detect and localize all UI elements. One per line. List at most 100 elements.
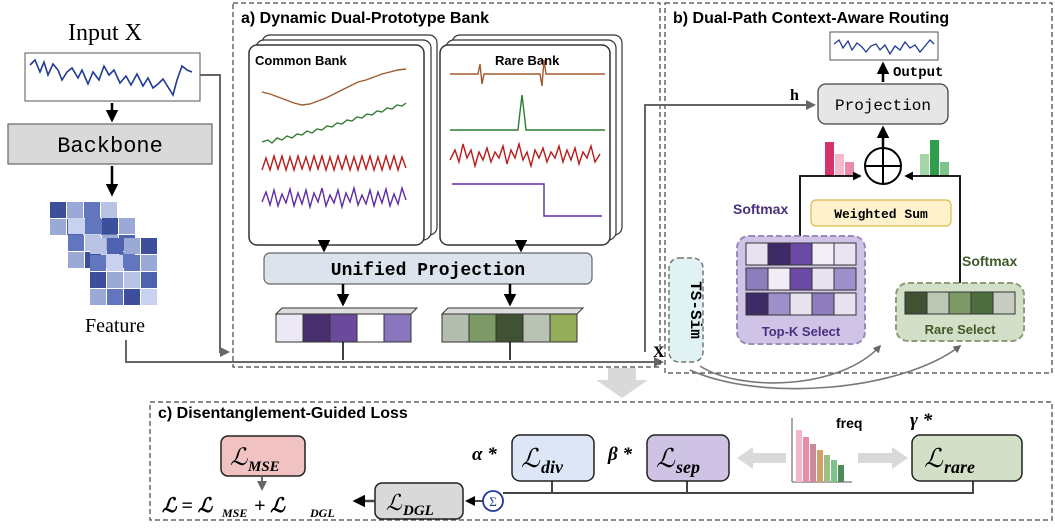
loss-rare-subscript: rare <box>944 457 975 477</box>
curve-tssim-to-rare <box>689 345 962 390</box>
panel-c-title: c) Disentanglement-Guided Loss <box>158 405 408 422</box>
alpha-weight: α * <box>472 444 497 465</box>
left-weights-bars-icon <box>825 142 854 176</box>
down-arrow-icon <box>596 368 648 398</box>
topk-cell <box>745 292 769 316</box>
loss-rare-box <box>911 434 1023 482</box>
rare-select-cell <box>926 291 950 315</box>
h-label: h <box>790 87 799 104</box>
common-embedding-top-face <box>274 307 419 315</box>
rare-bank-label: Rare Bank <box>495 53 560 68</box>
topk-cell <box>789 242 813 266</box>
loss-dgl-subscript: DGL <box>402 503 434 519</box>
freq-bars-icon <box>791 418 852 483</box>
topk-cell <box>811 242 835 266</box>
connector-h-to-projection <box>644 100 816 352</box>
common-embedding-cell <box>356 313 385 343</box>
rare-embedding-cell <box>495 313 524 343</box>
sigma-label: Σ <box>489 494 497 509</box>
beta-weight: β * <box>607 444 632 465</box>
rare-embedding-cell <box>549 313 578 343</box>
common-prototype-embedding <box>274 307 419 343</box>
topk-cell <box>833 267 857 291</box>
loss-div-symbol: ℒ <box>521 444 541 473</box>
rare-select-cell <box>970 291 994 315</box>
panel-a-title: a) Dynamic Dual-Prototype Bank <box>241 10 489 27</box>
curve-tssim-to-topk <box>699 344 882 384</box>
feature-label: Feature <box>85 315 145 337</box>
loss-sep-subscript: sep <box>675 457 700 477</box>
connector-feature-to-tssim <box>125 340 664 367</box>
arrow-rare-to-sum <box>904 171 961 283</box>
topk-cell <box>811 267 835 291</box>
common-embedding-cell <box>329 313 358 343</box>
rare-embedding-cell <box>441 313 470 343</box>
common-bank-card <box>248 34 438 246</box>
rare-prototype-embedding <box>440 307 585 343</box>
weighted-sum-box <box>810 199 952 227</box>
ts-sim-box <box>668 257 704 363</box>
rare-embedding-cell <box>522 313 551 343</box>
freq-label: freq <box>836 415 862 431</box>
softmax-right-label: Softmax <box>962 253 1017 269</box>
output-label: Output <box>893 65 943 81</box>
topk-score-grid <box>745 242 857 316</box>
arrow-topk-to-sum <box>799 171 862 236</box>
projection-box <box>817 83 949 125</box>
formula-lhs: ℒ = ℒ <box>162 495 214 517</box>
rare-select-cell <box>948 291 972 315</box>
formula-dgl-sub: DGL <box>309 506 335 520</box>
backbone-label: Backbone <box>57 134 163 159</box>
common-embedding-cell <box>302 313 331 343</box>
topk-cell <box>767 242 791 266</box>
topk-cell <box>767 267 791 291</box>
rare-embedding-top-face <box>440 307 585 315</box>
rare-bank-series <box>449 59 605 217</box>
rare-select-cell <box>904 291 928 315</box>
loss-mse-subscript: MSE <box>247 459 280 475</box>
topk-cell <box>833 292 857 316</box>
topk-cell <box>833 242 857 266</box>
sum-circle-icon <box>864 147 902 185</box>
ts-sim-label: TS-Sim <box>686 281 704 339</box>
rare-score-row <box>904 291 1016 315</box>
loss-mse-symbol: ℒ <box>230 445 248 471</box>
rare-select-cell <box>992 291 1016 315</box>
common-bank-label: Common Bank <box>255 53 348 68</box>
formula-mse-sub: MSE <box>221 506 247 520</box>
topk-cell <box>767 292 791 316</box>
topk-cell <box>811 292 835 316</box>
rare-embedding-cell <box>468 313 497 343</box>
formula-plus: + ℒ <box>254 495 286 517</box>
right-weights-bars-icon <box>920 140 949 176</box>
topk-cell <box>745 267 769 291</box>
input-title: Input X <box>68 20 142 46</box>
loss-sep-symbol: ℒ <box>656 444 676 473</box>
weighted-sum-label: Weighted Sum <box>834 207 928 222</box>
loss-div-box <box>511 434 595 482</box>
topk-label: Top-K Select <box>762 324 841 339</box>
rare-bank-card <box>439 34 623 246</box>
feature-grid-icon <box>50 202 157 305</box>
topk-cell <box>745 242 769 266</box>
unified-projection-box <box>263 252 593 285</box>
input-series-box <box>24 52 201 102</box>
loss-rare-symbol: ℒ <box>924 444 944 473</box>
x-label: X <box>653 344 665 361</box>
connector-input-x <box>200 74 230 357</box>
panel-a-frame <box>232 2 661 368</box>
common-embedding-cell <box>275 313 304 343</box>
output-series-box <box>829 31 939 61</box>
backbone-box <box>7 123 213 165</box>
gamma-weight: γ * <box>910 410 933 431</box>
panel-b-frame <box>664 2 1053 374</box>
topk-cell <box>789 267 813 291</box>
topk-cell <box>789 292 813 316</box>
loss-sep-box <box>646 434 730 482</box>
common-embedding-cell <box>383 313 412 343</box>
loss-dgl-symbol: ℒ <box>386 490 403 515</box>
softmax-left-label: Softmax <box>733 201 788 217</box>
loss-mse-box <box>220 435 306 477</box>
common-bank-series <box>261 68 407 210</box>
